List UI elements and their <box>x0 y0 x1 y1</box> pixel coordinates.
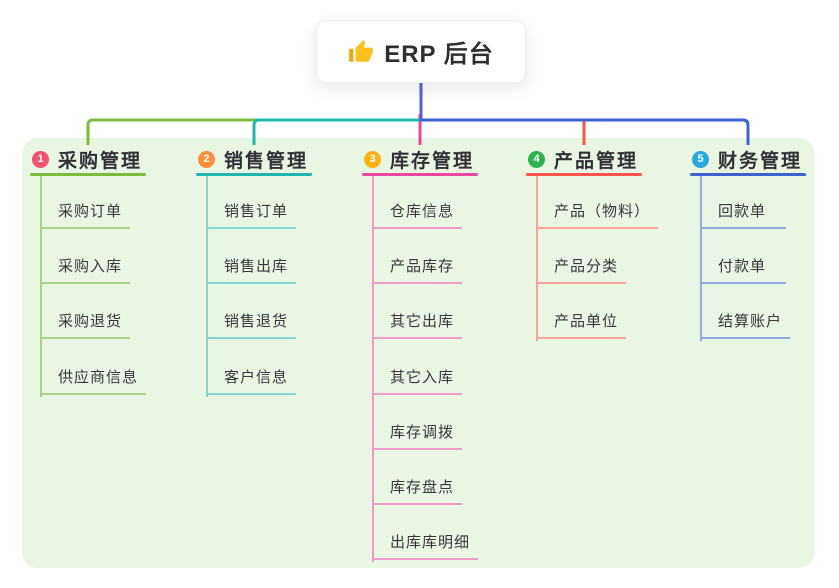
thumbs-up-icon <box>349 39 374 62</box>
child-node-label: 库存调拨 <box>390 424 455 441</box>
child-node-label: 产品分类 <box>554 258 619 275</box>
branch-label: 产品管理 <box>554 150 639 172</box>
child-node[interactable]: 供应商信息 <box>40 361 147 395</box>
branch-child-connector <box>372 176 374 562</box>
branch-label: 财务管理 <box>718 150 803 172</box>
child-node-label: 付款单 <box>718 258 767 275</box>
branch-child-connector <box>40 176 42 397</box>
child-node-label: 销售退货 <box>224 313 289 330</box>
branch-child-connector <box>700 176 702 341</box>
child-node-label: 销售订单 <box>224 203 289 220</box>
child-node[interactable]: 采购入库 <box>40 250 131 284</box>
branch-label: 销售管理 <box>224 150 309 172</box>
child-node[interactable]: 其它入库 <box>372 361 463 395</box>
branch-index-badge: 1 <box>32 150 49 168</box>
branch-title-underline <box>196 173 312 176</box>
branch-title-node[interactable]: 2 销售管理 <box>198 146 308 172</box>
branch-title-node[interactable]: 5 财务管理 <box>692 146 802 172</box>
child-node[interactable]: 其它出库 <box>372 305 463 339</box>
child-node[interactable]: 库存盘点 <box>372 471 463 505</box>
child-node[interactable]: 产品（物料） <box>536 195 659 229</box>
branch-title-underline <box>690 173 806 176</box>
branch-child-connector <box>536 176 538 341</box>
child-node[interactable]: 仓库信息 <box>372 195 463 229</box>
child-node-label: 库存盘点 <box>390 479 455 496</box>
branch-title-underline <box>362 173 478 176</box>
child-node[interactable]: 付款单 <box>700 250 786 284</box>
child-node[interactable]: 产品单位 <box>536 305 627 339</box>
child-node-label: 销售出库 <box>224 258 289 275</box>
child-node-label: 产品单位 <box>554 313 619 330</box>
branch-title-node[interactable]: 1 采购管理 <box>32 146 142 172</box>
root-title: ERP 后台 <box>384 41 494 68</box>
branch-index-badge: 5 <box>692 150 709 168</box>
child-node-label: 结算账户 <box>718 313 783 330</box>
child-node[interactable]: 销售订单 <box>206 195 297 229</box>
child-node-label: 产品库存 <box>390 258 455 275</box>
child-node[interactable]: 销售出库 <box>206 250 297 284</box>
branch-index-badge: 3 <box>364 150 381 168</box>
child-node-label: 采购入库 <box>58 258 123 275</box>
child-node[interactable]: 客户信息 <box>206 361 297 395</box>
child-node-label: 回款单 <box>718 203 767 220</box>
branch-title-underline <box>526 173 642 176</box>
branch-label: 库存管理 <box>390 150 475 172</box>
child-node-label: 仓库信息 <box>390 203 455 220</box>
branch-index-badge: 4 <box>528 150 545 168</box>
child-node[interactable]: 采购订单 <box>40 195 131 229</box>
branch-index-badge: 2 <box>198 150 215 168</box>
child-node[interactable]: 产品分类 <box>536 250 627 284</box>
branch-title-node[interactable]: 4 产品管理 <box>528 146 638 172</box>
child-node-label: 采购订单 <box>58 203 123 220</box>
child-node-label: 供应商信息 <box>58 369 139 386</box>
child-node[interactable]: 库存调拨 <box>372 416 463 450</box>
branches-panel <box>22 138 815 568</box>
child-node[interactable]: 采购退货 <box>40 305 131 339</box>
child-node[interactable]: 产品库存 <box>372 250 463 284</box>
child-node-label: 出库库明细 <box>390 534 471 551</box>
child-node-label: 产品（物料） <box>554 203 651 220</box>
child-node[interactable]: 出库库明细 <box>372 526 479 560</box>
branch-child-connector <box>206 176 208 397</box>
root-node[interactable]: ERP 后台 <box>316 20 526 83</box>
child-node[interactable]: 结算账户 <box>700 305 791 339</box>
child-node[interactable]: 销售退货 <box>206 305 297 339</box>
child-node-label: 客户信息 <box>224 369 289 386</box>
branch-title-underline <box>30 173 146 176</box>
child-node-label: 其它入库 <box>390 369 455 386</box>
branch-title-node[interactable]: 3 库存管理 <box>364 146 474 172</box>
branch-label: 采购管理 <box>58 150 143 172</box>
child-node-label: 其它出库 <box>390 313 455 330</box>
child-node[interactable]: 回款单 <box>700 195 786 229</box>
child-node-label: 采购退货 <box>58 313 123 330</box>
